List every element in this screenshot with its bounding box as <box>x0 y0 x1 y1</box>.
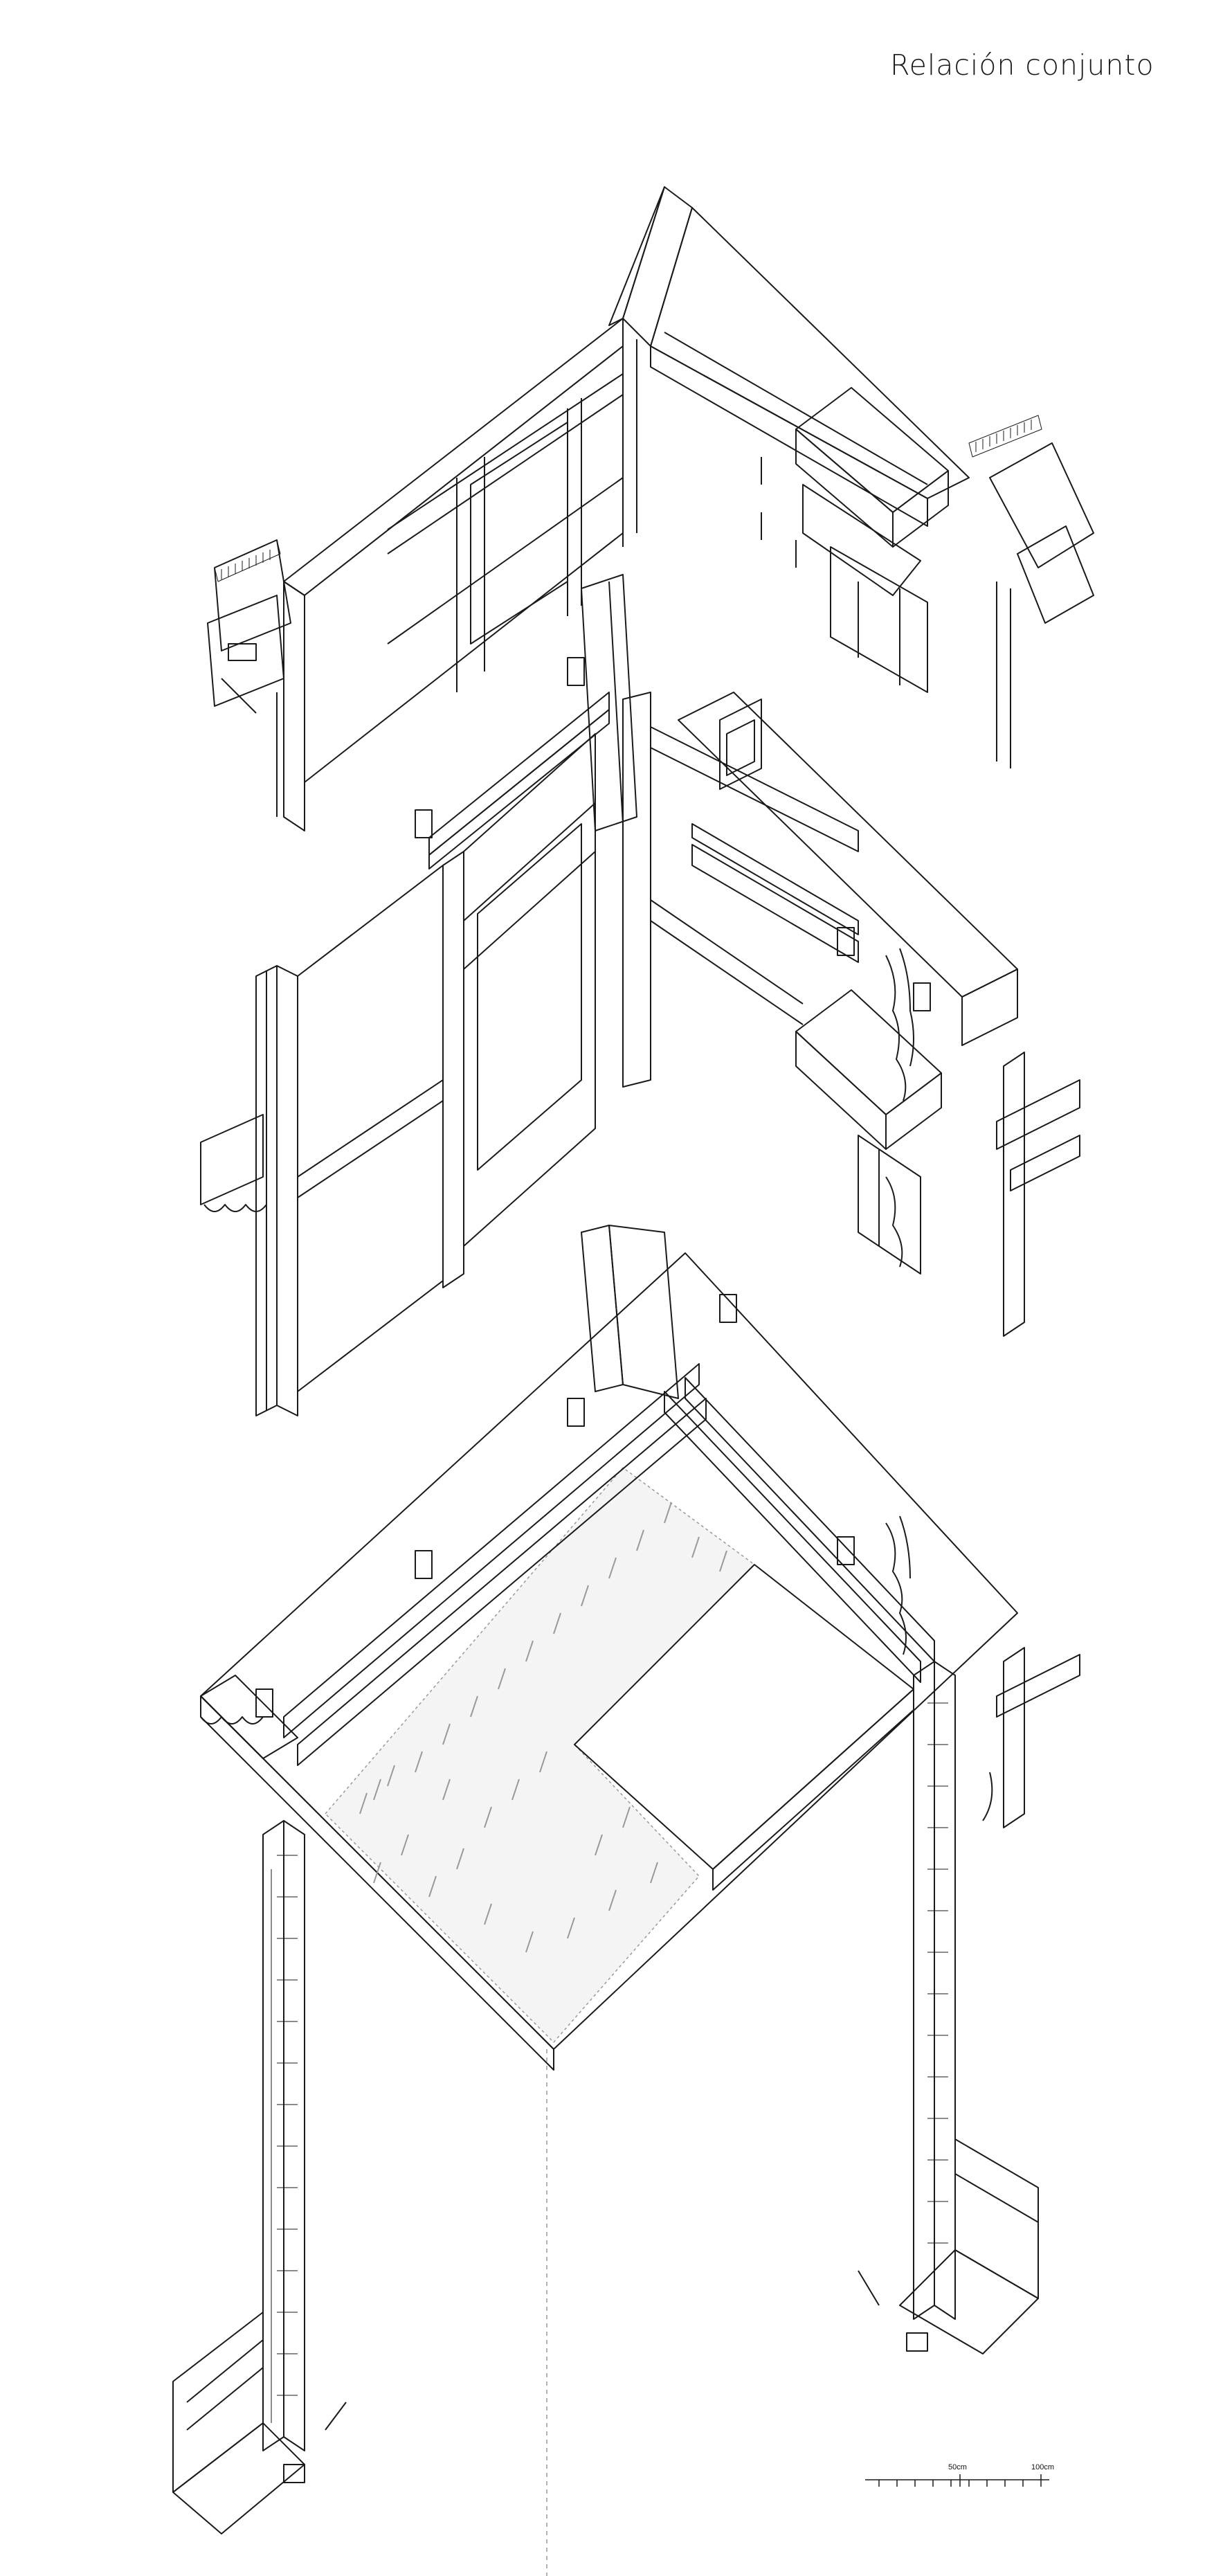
scale-bar <box>865 2474 1049 2487</box>
floor-garden-assembly <box>172 1225 1080 2534</box>
window-wall-assembly <box>200 574 1080 1416</box>
page-title: Relación conjunto <box>890 48 1154 82</box>
scale-label-100cm: 100cm <box>1031 2463 1055 2471</box>
roof-assembly <box>207 186 1094 831</box>
scale-label-50cm: 50cm <box>948 2463 967 2471</box>
